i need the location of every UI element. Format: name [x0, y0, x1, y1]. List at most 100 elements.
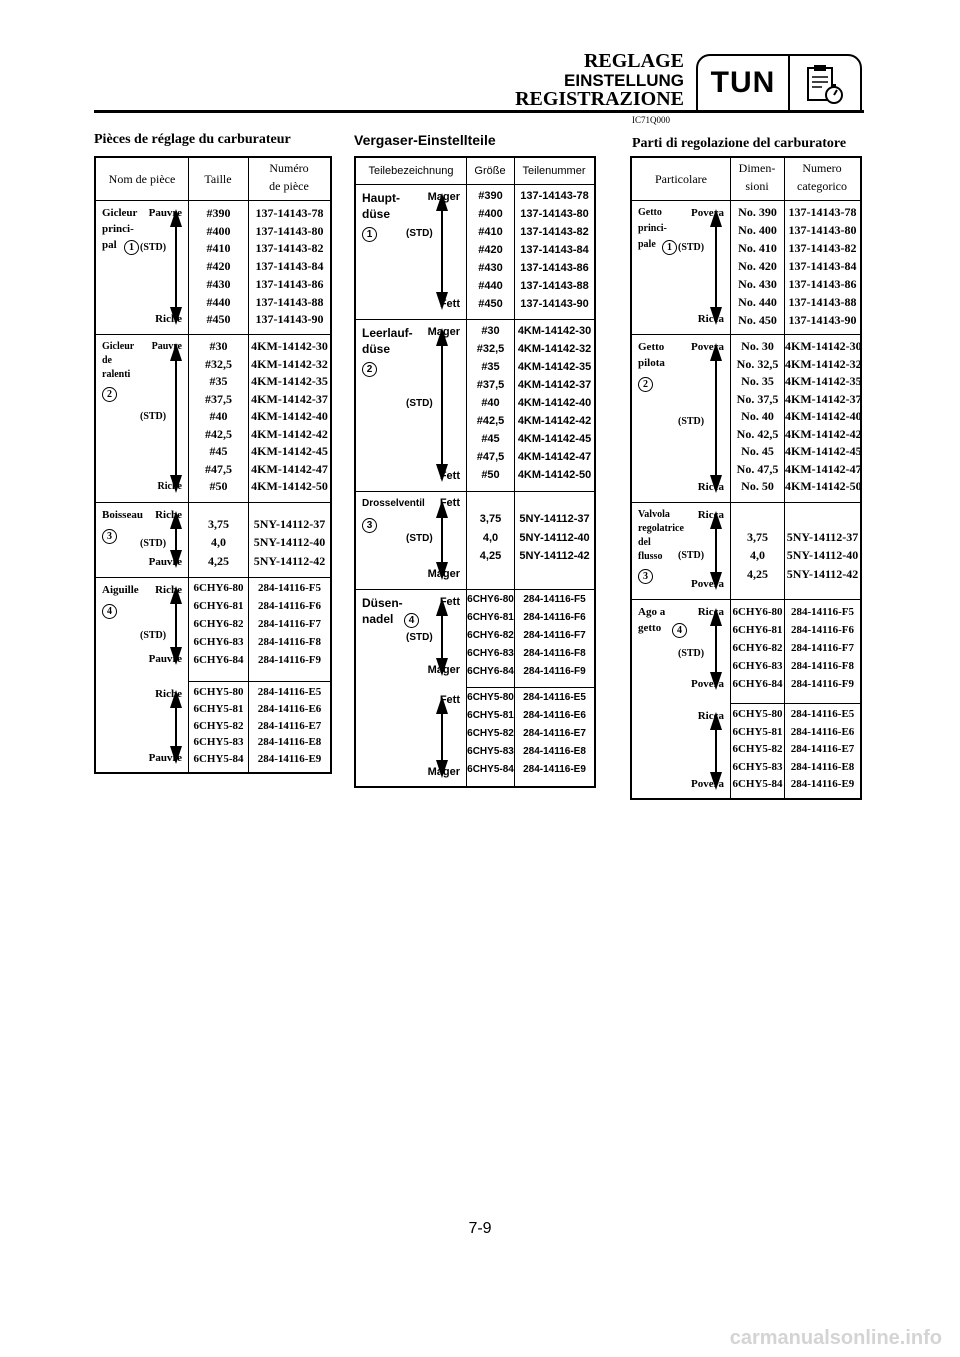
- size-value: No. 440: [738, 295, 777, 309]
- size-value: 6CHY6-80: [732, 606, 783, 618]
- std-label: (STD): [678, 242, 705, 253]
- size-value: 6CHY6-83: [467, 648, 514, 659]
- group-rule: [356, 319, 594, 320]
- part-number: 284-14116-E9: [790, 778, 855, 791]
- adjust-arrow-head-up: [170, 343, 182, 361]
- size-value: No. 47,5: [736, 461, 779, 476]
- circled-number-4: 4: [672, 623, 687, 638]
- part-number: 4KM-14142-37: [517, 379, 592, 391]
- part-number: 284-14116-E9: [257, 753, 322, 766]
- part-name-line: Haupt-: [362, 191, 400, 205]
- adjust-arrow-head-up: [710, 209, 722, 227]
- size-value: 6CHY5-80: [467, 692, 514, 703]
- adjust-arrow: [436, 193, 448, 310]
- size-value: 6CHY5-83: [467, 746, 514, 757]
- adjust-arrow-shaft: [715, 724, 717, 778]
- part-name-line: Getto: [638, 207, 662, 218]
- size-value: No. 45: [741, 444, 774, 459]
- size-value: #50: [209, 479, 228, 494]
- part-number: 137-14143-88: [255, 294, 324, 309]
- adjust-arrow: [170, 343, 182, 493]
- part-number: 5NY-14112-42: [786, 566, 859, 581]
- size-value: #430: [206, 276, 231, 291]
- part-name-line: pilota: [638, 357, 665, 369]
- adjust-arrow-shaft: [175, 355, 177, 481]
- part-number: 284-14116-F7: [791, 642, 854, 654]
- section-title-fr: Pièces de réglage du carburateur: [94, 132, 291, 147]
- size-value: 6CHY6-82: [193, 618, 244, 630]
- part-number: 284-14116-F6: [791, 624, 854, 636]
- adjust-arrow-shaft: [715, 221, 717, 313]
- size-value: 4,0: [750, 548, 765, 563]
- adjust-arrow-head-up: [710, 343, 722, 361]
- size-value: No. 420: [738, 259, 777, 273]
- part-number: 137-14143-84: [520, 244, 589, 256]
- size-value: #37,5: [205, 391, 232, 406]
- size-value: #450: [206, 312, 231, 327]
- adjust-arrow: [436, 328, 448, 482]
- part-number: 284-14116-F8: [258, 636, 321, 648]
- part-number: 4KM-14142-35: [251, 374, 328, 389]
- group-rule: [356, 491, 594, 492]
- page-number: 7-9: [468, 1220, 492, 1237]
- size-value: No. 32,5: [736, 356, 779, 371]
- group-rule: [632, 502, 860, 503]
- std-label: (STD): [406, 228, 433, 239]
- part-name-line: princi-: [638, 223, 667, 234]
- adjust-arrow-head-down: [710, 772, 722, 790]
- adjust-arrow-head-up: [436, 598, 448, 616]
- adjust-arrow: [170, 690, 182, 764]
- direction-label-top: Fett: [439, 596, 460, 608]
- col-divider-2: [784, 158, 785, 798]
- size-value: #450: [478, 298, 503, 310]
- adjust-arrow: [436, 598, 448, 676]
- part-number: 284-14116-E7: [790, 743, 855, 756]
- adjust-arrow-shaft: [441, 512, 443, 568]
- size-value: No. 35: [741, 374, 774, 389]
- adjust-arrow: [710, 511, 722, 590]
- part-number: 284-14116-E5: [790, 708, 855, 720]
- part-number: 284-14116-F9: [523, 666, 586, 677]
- section-title-de: Vergaser-Einstellteile: [354, 132, 496, 148]
- size-value: No. 42,5: [736, 426, 779, 441]
- part-number: 137-14143-90: [520, 298, 589, 310]
- circled-number-1: 1: [362, 227, 377, 242]
- adjust-arrow-shaft: [175, 221, 177, 313]
- part-number: 5NY-14112-37: [519, 513, 590, 525]
- title-de: EINSTELLUNG: [564, 71, 684, 90]
- std-label: (STD): [140, 411, 167, 422]
- adjust-arrow-shaft: [441, 205, 443, 298]
- column-header: Dimen-: [738, 161, 776, 175]
- size-value: 6CHY5-82: [193, 719, 244, 732]
- column-header: Particolare: [655, 172, 707, 186]
- col-divider-1: [730, 158, 731, 798]
- std-label: (STD): [406, 398, 433, 409]
- adjust-arrow-head-down: [170, 647, 182, 665]
- adjust-arrow: [170, 586, 182, 665]
- size-value: 6CHY5-84: [467, 764, 514, 775]
- part-number: 137-14143-88: [520, 280, 589, 292]
- part-number: 137-14143-88: [788, 295, 857, 309]
- part-name-line: Drosselventil: [362, 498, 425, 509]
- part-number: 284-14116-E5: [523, 692, 586, 703]
- part-name-line: düse: [362, 207, 391, 221]
- adjust-arrow-shaft: [175, 523, 177, 556]
- size-value: #420: [206, 259, 231, 274]
- part-number: 4KM-14142-50: [785, 479, 862, 494]
- circled-number-3: 3: [362, 518, 377, 533]
- adjust-arrow-head-up: [436, 696, 448, 714]
- part-number: 4KM-14142-40: [251, 409, 328, 424]
- direction-label-top: Mager: [427, 326, 460, 338]
- size-value: #35: [209, 374, 228, 389]
- adjust-arrow-shaft: [441, 610, 443, 664]
- part-number: 284-14116-E7: [257, 719, 322, 732]
- adjust-arrow-head-down: [710, 672, 722, 690]
- size-value: #40: [209, 409, 228, 424]
- adjust-arrow-head-down: [436, 562, 448, 580]
- column-header: Numéro: [269, 161, 309, 175]
- std-label: (STD): [678, 648, 705, 659]
- part-name-line: Valvola: [638, 509, 670, 520]
- col-divider-1: [188, 158, 189, 772]
